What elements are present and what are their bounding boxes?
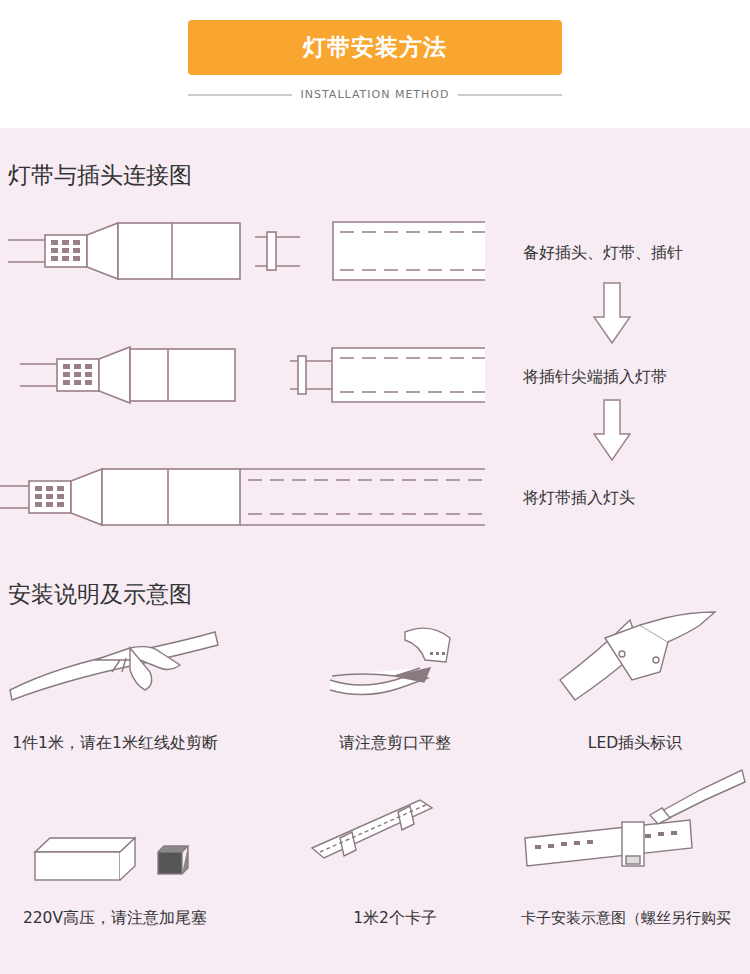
- section-heading: 安装说明及示意图: [8, 581, 192, 609]
- step-text: 备好插头、灯带、插针: [523, 243, 683, 262]
- caption: 卡子安装示意图（螺丝另行购买: [521, 909, 731, 927]
- caption: 1件1米，请在1米红线处剪断: [12, 734, 218, 753]
- section-heading: 灯带与插头连接图: [8, 162, 192, 190]
- caption: 220V高压，请注意加尾塞: [23, 909, 207, 928]
- subtitle: INSTALLATION METHOD: [297, 88, 454, 101]
- page-title: 灯带安装方法: [303, 32, 447, 63]
- title-banner: 灯带安装方法: [188, 20, 562, 75]
- caption: 请注意剪口平整: [339, 734, 451, 753]
- caption: LED插头标识: [588, 734, 682, 753]
- caption: 1米2个卡子: [353, 909, 437, 928]
- step-text: 将灯带插入灯头: [523, 488, 635, 507]
- step-text: 将插针尖端插入灯带: [523, 367, 667, 386]
